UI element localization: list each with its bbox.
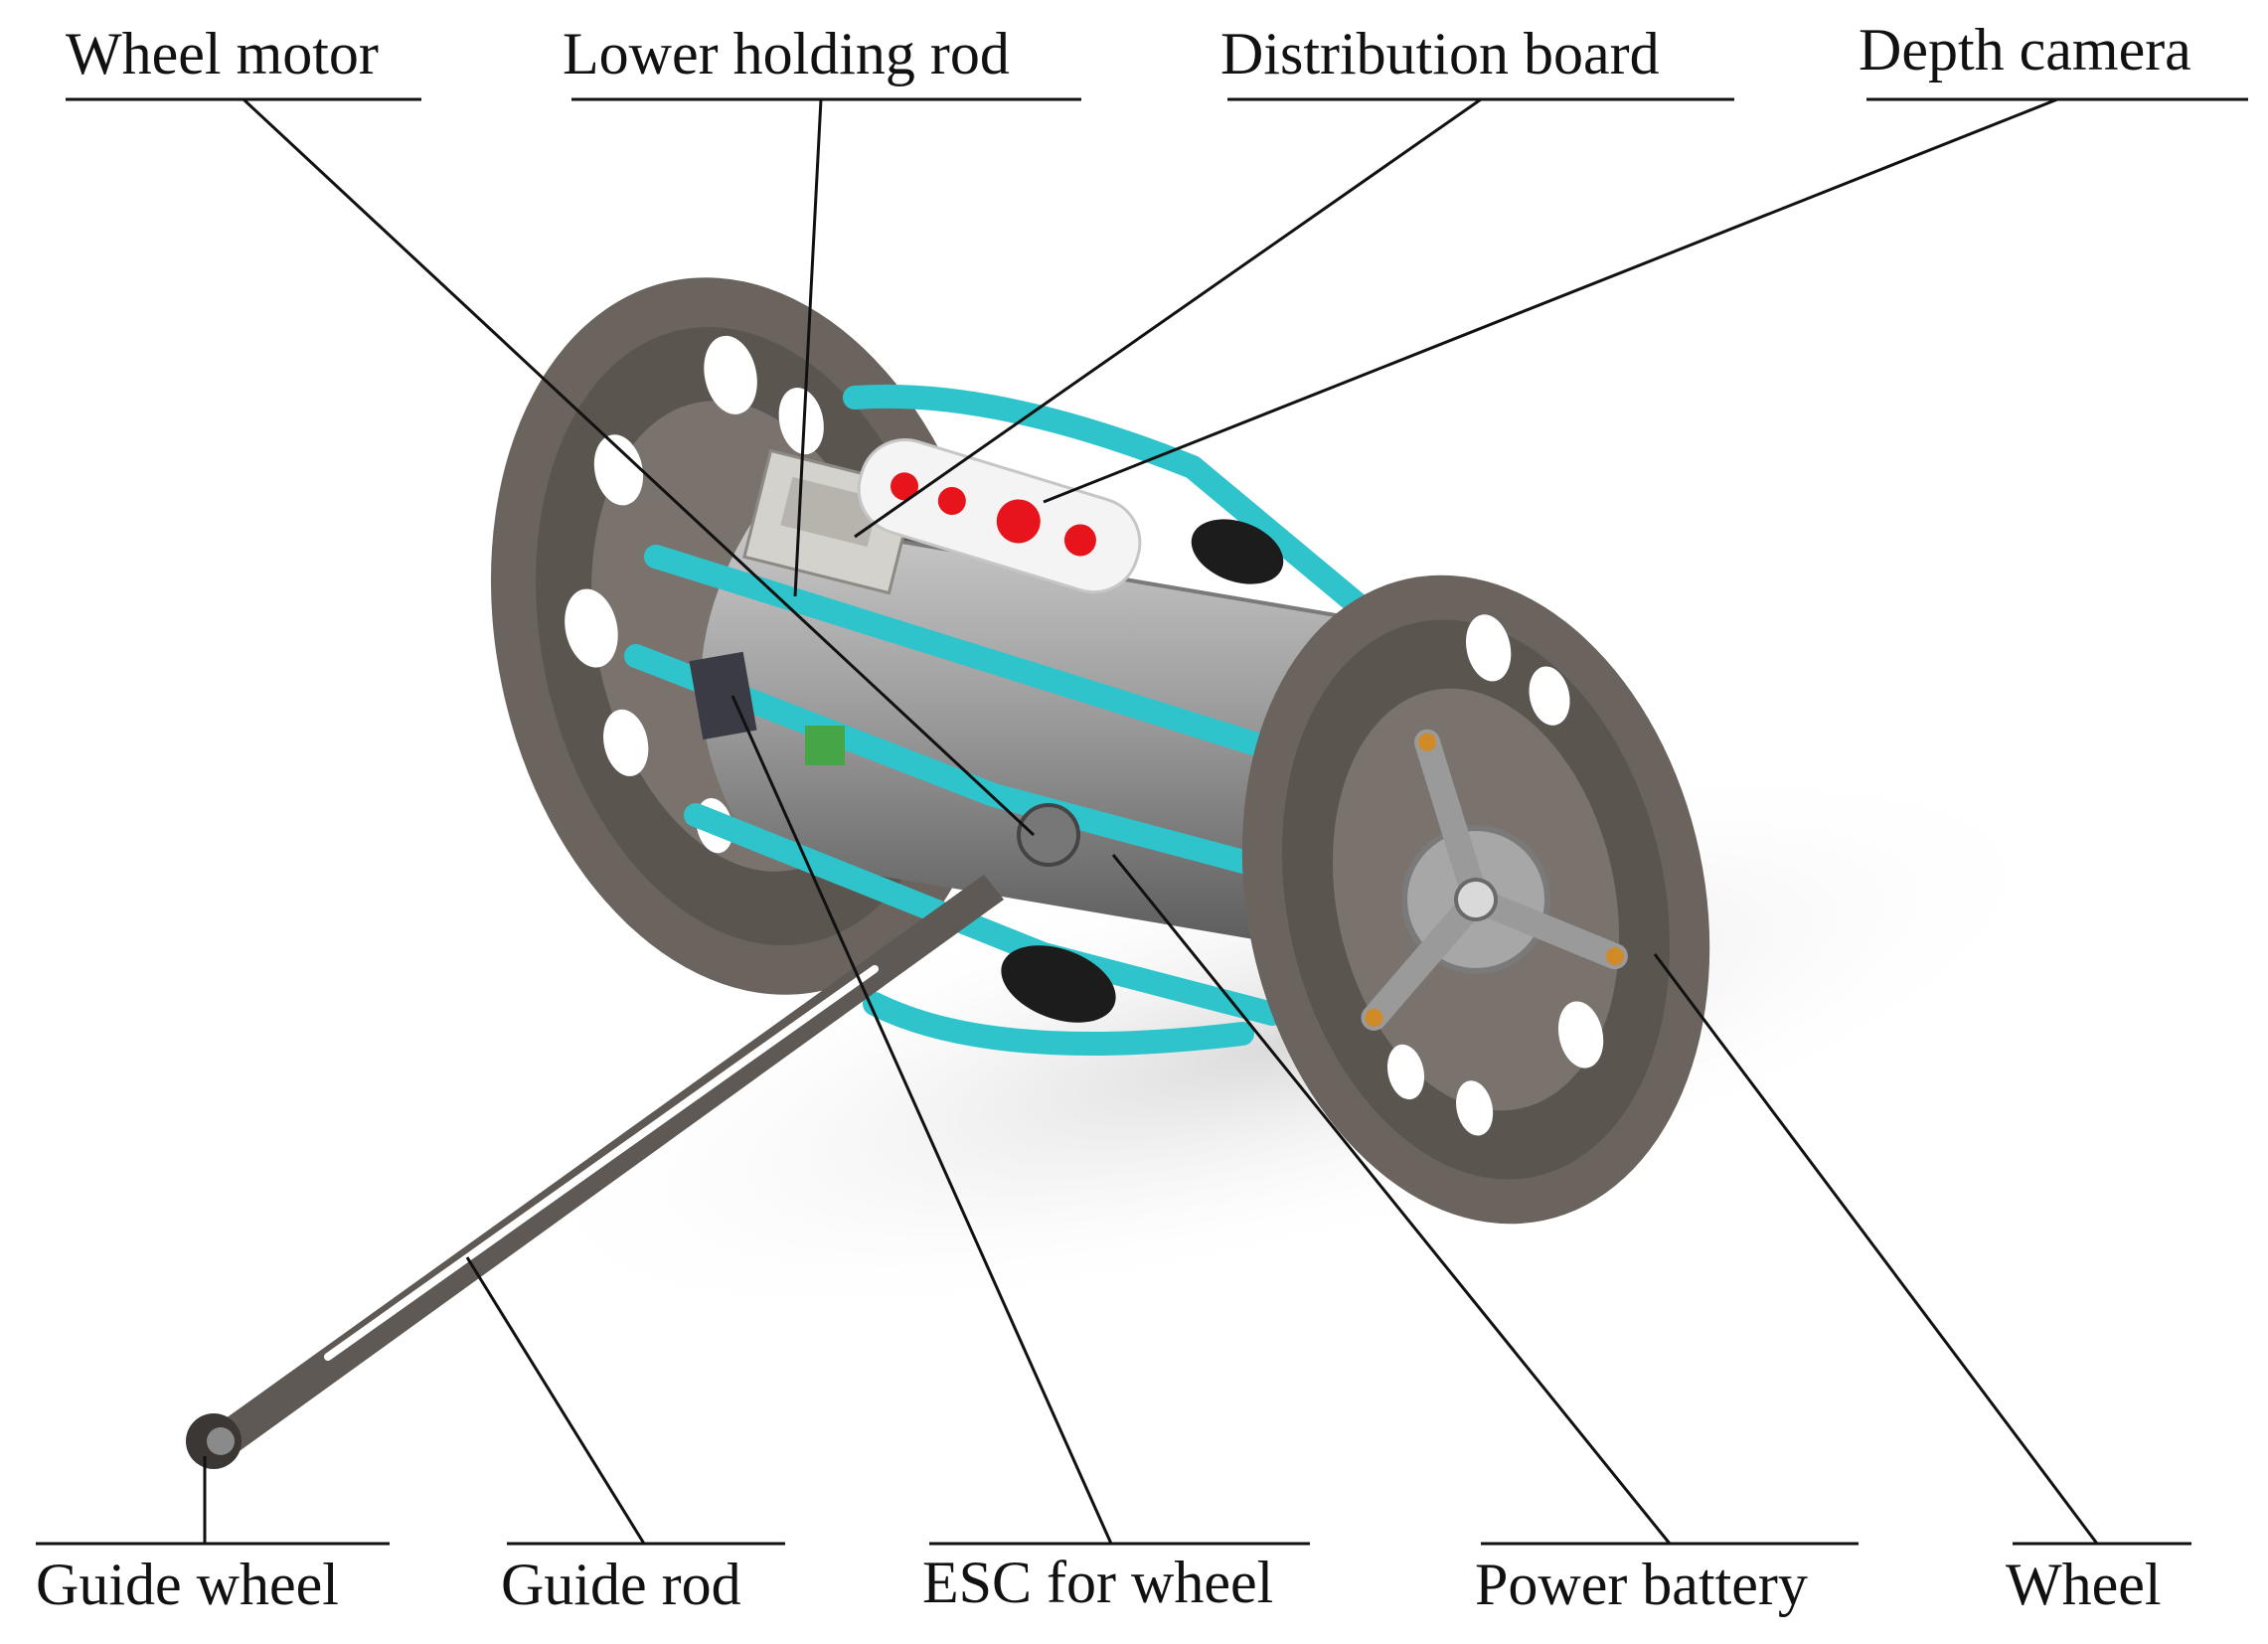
label-wheel-motor: Wheel motor (66, 21, 379, 86)
guide-rod-arm (186, 875, 1004, 1469)
front-wheel (1241, 575, 1710, 1225)
label-wheel: Wheel (2006, 1552, 2162, 1617)
label-esc-for-wheel: ESC for wheel (922, 1550, 1274, 1615)
depth-camera-unit (857, 437, 1142, 594)
label-guide-wheel: Guide wheel (36, 1552, 339, 1617)
label-distribution-board: Distribution board (1220, 21, 1660, 86)
support-rollers (1001, 519, 1284, 1023)
leader-lines (36, 97, 2248, 1546)
label-power-battery: Power battery (1475, 1552, 1808, 1617)
esc-board (689, 651, 845, 765)
label-guide-rod: Guide rod (501, 1552, 741, 1617)
wheel-motor-unit (1017, 803, 1080, 867)
label-depth-camera: Depth camera (1859, 17, 2191, 82)
label-lower-holding-rod: Lower holding rod (563, 21, 1010, 86)
